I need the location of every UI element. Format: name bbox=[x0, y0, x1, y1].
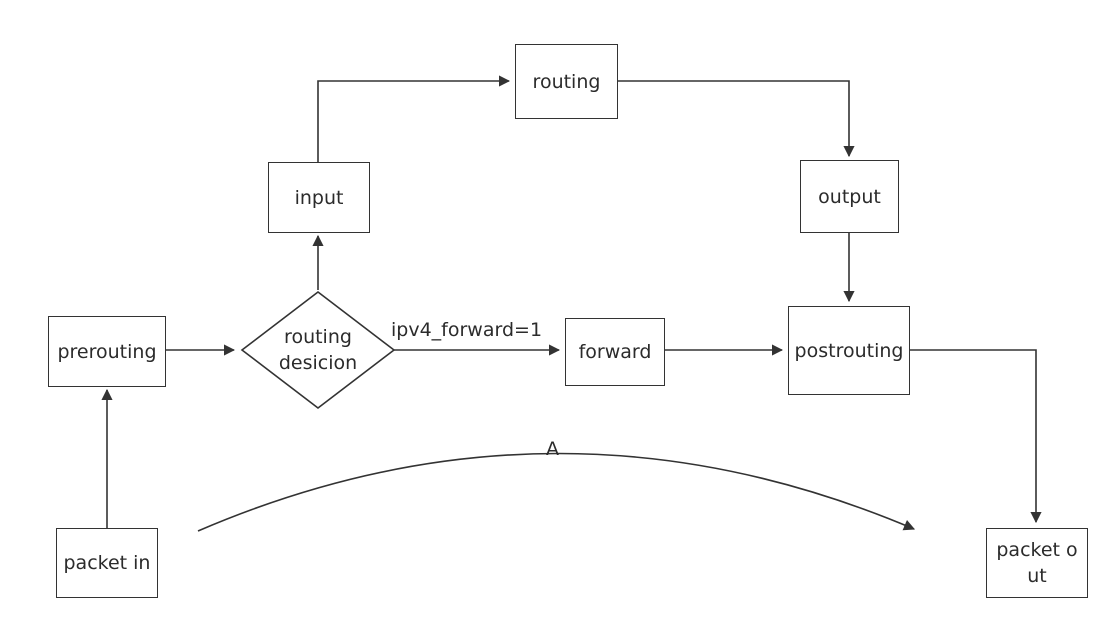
node-packet-out-label: packet out bbox=[996, 539, 1078, 587]
edge-curve-a bbox=[197, 452, 916, 532]
edge-label-ipv4-forward: ipv4_forward=1 bbox=[391, 319, 543, 341]
node-routing-label: routing bbox=[532, 70, 601, 93]
edge-input-to-routing bbox=[317, 75, 511, 162]
node-input-label: input bbox=[294, 186, 344, 209]
node-forward[interactable]: forward bbox=[565, 318, 665, 386]
node-routing[interactable]: routing bbox=[515, 44, 618, 119]
node-input[interactable]: input bbox=[268, 162, 370, 233]
node-output[interactable]: output bbox=[800, 160, 899, 233]
node-routing-decision[interactable]: routing desicion bbox=[240, 290, 396, 410]
edge-postrouting-to-packet-out bbox=[910, 349, 1042, 524]
node-packet-in-label: packet in bbox=[63, 552, 151, 574]
node-prerouting[interactable]: prerouting bbox=[48, 316, 166, 387]
edge-routing-to-output bbox=[618, 80, 855, 158]
node-postrouting[interactable]: postrouting bbox=[788, 306, 910, 395]
node-packet-in[interactable]: packet in bbox=[56, 528, 158, 598]
node-packet-out[interactable]: packet out bbox=[986, 528, 1088, 598]
node-output-label: output bbox=[818, 185, 881, 208]
node-prerouting-label: prerouting bbox=[57, 340, 157, 363]
node-postrouting-label: postrouting bbox=[794, 339, 904, 362]
node-forward-label: forward bbox=[578, 341, 652, 363]
annotation-curve-a: A bbox=[546, 438, 559, 460]
